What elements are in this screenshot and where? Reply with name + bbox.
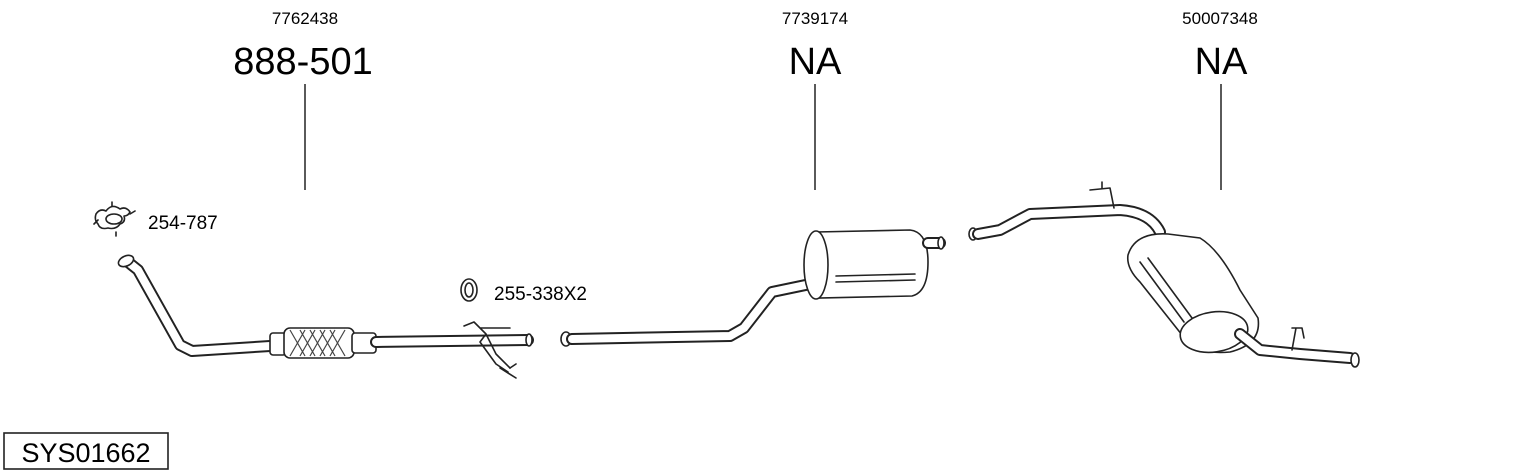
accessory1-part-number[interactable]: 254-787 <box>148 213 218 234</box>
system-code: SYS01662 <box>21 438 150 468</box>
system-code-box <box>3 432 169 470</box>
part2-part-number[interactable]: NA <box>789 41 842 83</box>
gasket-ring-icon[interactable] <box>460 278 478 302</box>
part3-oe-number: 50007348 <box>1182 9 1258 28</box>
middle-silencer-body <box>815 229 929 299</box>
part1-oe-number: 7762438 <box>272 9 338 28</box>
part1-part-number[interactable]: 888-501 <box>233 41 372 83</box>
middle-silencer-assembly[interactable] <box>560 229 946 347</box>
rear-silencer-assembly[interactable] <box>968 181 1360 368</box>
accessory2-part-number[interactable]: 255-338X2 <box>494 284 587 305</box>
part3-part-number[interactable]: NA <box>1195 41 1248 83</box>
clamp-icon[interactable] <box>93 201 136 237</box>
flex-braid-hatching <box>289 329 346 357</box>
part2-oe-number: 7739174 <box>782 9 848 28</box>
front-pipe-assembly[interactable] <box>117 253 534 379</box>
